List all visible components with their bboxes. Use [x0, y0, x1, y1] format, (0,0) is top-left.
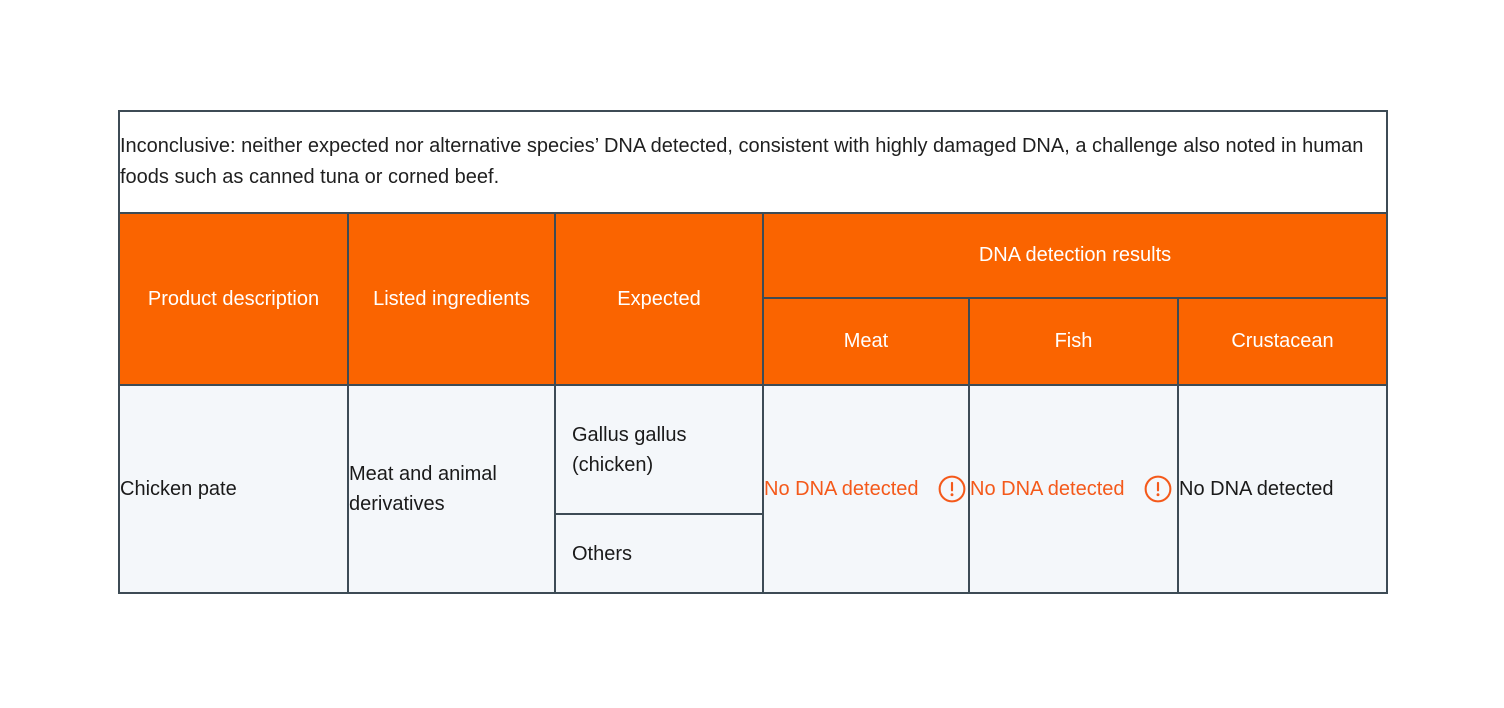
cell-result-crustacean: No DNA detected — [1177, 384, 1388, 594]
header-sub-crustacean: Crustacean — [1177, 297, 1388, 386]
cell-result-fish: No DNA detected — [968, 384, 1179, 594]
expected-subtable: Gallus gallus (chicken) Others — [556, 386, 762, 592]
result-fish-inner: No DNA detected — [970, 474, 1177, 504]
cell-expected-primary: Gallus gallus (chicken) — [556, 386, 762, 515]
header-dna-detection-results: DNA detection results — [762, 212, 1388, 299]
header-expected: Expected — [554, 212, 764, 386]
expected-subrow-primary: Gallus gallus (chicken) — [556, 386, 762, 515]
table-header-row-primary: Product description Listed ingredients E… — [118, 212, 1388, 386]
cell-expected: Gallus gallus (chicken) Others — [554, 384, 764, 594]
cell-listed-ingredients: Meat and animal derivatives — [347, 384, 556, 594]
table-caption-row: Inconclusive: neither expected nor alter… — [118, 110, 1388, 214]
header-sub-fish: Fish — [968, 297, 1179, 386]
result-crustacean-inner: No DNA detected — [1179, 474, 1386, 504]
inconclusive-note: Inconclusive: neither expected nor alter… — [118, 110, 1388, 214]
expected-subrow-secondary: Others — [556, 514, 762, 592]
alert-icon — [1144, 475, 1171, 503]
dna-results-table-container: Inconclusive: neither expected nor alter… — [118, 110, 1388, 594]
result-fish-text: No DNA detected — [970, 478, 1125, 500]
header-sub-meat: Meat — [762, 297, 970, 386]
dna-results-table: Inconclusive: neither expected nor alter… — [118, 110, 1388, 594]
alert-icon — [938, 475, 965, 503]
header-product-description: Product description — [118, 212, 349, 386]
cell-product-description: Chicken pate — [118, 384, 349, 594]
result-meat-text: No DNA detected — [764, 478, 919, 500]
cell-expected-secondary: Others — [556, 514, 762, 592]
table-header-row-secondary: Meat Fish Crustacean — [119, 297, 1388, 386]
result-crustacean-text: No DNA detected — [1179, 478, 1334, 500]
cell-result-meat: No DNA detected — [762, 384, 970, 594]
table-row: Chicken pate Meat and animal derivatives… — [118, 384, 1388, 594]
header-listed-ingredients: Listed ingredients — [347, 212, 556, 386]
result-meat-inner: No DNA detected — [764, 474, 968, 504]
